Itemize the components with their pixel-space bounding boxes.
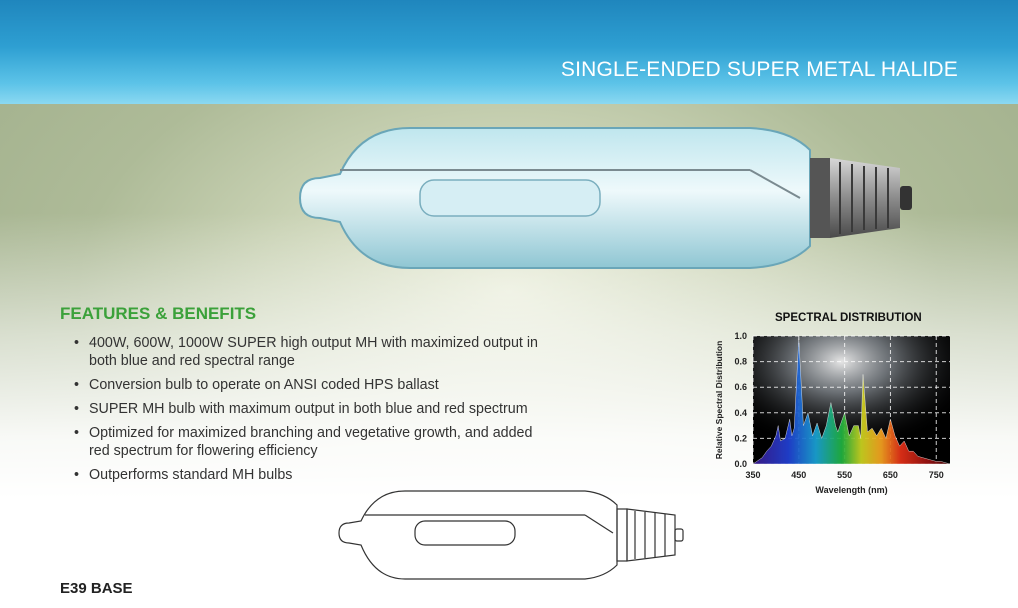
x-tick-label: 550 [837,470,852,480]
feature-item: • Optimized for maximized branching and … [60,424,550,460]
bulb-photo [298,127,912,269]
feature-text: 400W, 600W, 1000W SUPER high output MH w… [89,335,538,351]
feature-text: SUPER MH bulb with maximum output in bot… [89,401,528,417]
bullet: • [74,425,80,441]
spectral-chart-title: SPECTRAL DISTRIBUTION [775,312,922,324]
y-tick-label: 0.8 [734,357,747,367]
spectral-chart: 0.0 0.2 0.4 0.6 0.8 1.0 350 450 550 650 750Wavelen… [714,331,951,495]
bullet: • [74,335,80,351]
y-tick-label: 0.6 [734,382,747,392]
y-tick-label: 1.0 [734,331,747,341]
feature-item: • Conversion bulb to operate on ANSI cod… [60,376,550,394]
x-tick-label: 450 [791,470,806,480]
feature-item: • Outperforms standard MH bulbs [60,466,550,484]
page-title: SINGLE-ENDED SUPER METAL HALIDE [560,58,958,81]
bulb-line-drawing [338,490,684,580]
feature-text: Conversion bulb to operate on ANSI coded… [89,377,439,393]
header-banner: SINGLE-ENDED SUPER METAL HALIDE [0,0,1018,104]
x-tick-label: 650 [883,470,898,480]
y-tick-label: 0.2 [734,433,747,443]
bullet: • [74,467,80,483]
spectrum-area [752,338,951,465]
y-axis-label: Relative Spectral Distribution [714,341,724,460]
features-heading: FEATURES & BENEFITS [60,304,257,323]
y-tick-label: 0.0 [734,459,747,469]
feature-text: Optimized for maximized branching and ve… [89,425,533,441]
bullet: • [74,401,80,417]
features-list: • 400W, 600W, 1000W SUPER high output MH… [60,334,550,490]
y-tick-label: 0.4 [734,408,747,418]
x-tick-label: 350 [745,470,760,480]
x-axis-label: Wavelength (nm) [815,485,887,495]
x-tick-label: 750 [929,470,944,480]
feature-text-cont: red spectrum for flowering efficiency [89,443,318,459]
feature-item: • SUPER MH bulb with maximum output in b… [60,400,550,418]
bullet: • [74,377,80,393]
base-label: E39 BASE [60,580,133,597]
feature-item: • 400W, 600W, 1000W SUPER high output MH… [60,334,550,370]
feature-text: Outperforms standard MH bulbs [89,467,293,483]
feature-text-cont: both blue and red spectral range [89,353,295,369]
